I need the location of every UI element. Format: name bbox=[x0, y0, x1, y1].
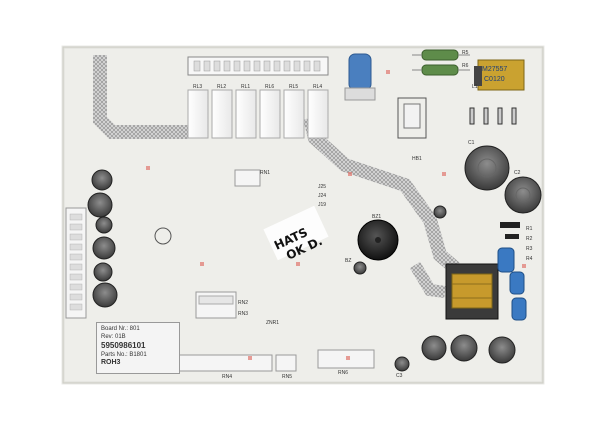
small-cap-mid bbox=[353, 261, 367, 275]
misc-label-znr: ZNR1 bbox=[266, 320, 280, 326]
relay-label-6: RL4 bbox=[313, 84, 323, 90]
small-transformer bbox=[477, 59, 525, 91]
jumper-label-j25: J25 bbox=[318, 184, 327, 190]
electrolytic-capacitor-2 bbox=[504, 176, 542, 214]
transformer-code-1: M27557 bbox=[482, 66, 508, 73]
right-label-r2: R2 bbox=[526, 236, 533, 242]
regulator-outline bbox=[397, 97, 427, 139]
right-label-r4: R4 bbox=[526, 256, 533, 262]
sticker-line-4: Parts No.: B1801 bbox=[101, 352, 147, 358]
blue-film-capacitor bbox=[348, 53, 372, 91]
ground-trace-left bbox=[93, 55, 188, 139]
right-small-parts bbox=[500, 222, 520, 239]
product-sticker: Board Nr.: 801 Rev: 01B 5950986101 Parts… bbox=[96, 322, 180, 374]
right-label-r1: R1 bbox=[526, 226, 533, 232]
left-capacitor-column bbox=[87, 169, 118, 308]
connector-label-rn1: RN1 bbox=[260, 170, 271, 176]
right-label-r3: R3 bbox=[526, 246, 533, 252]
relay-label-5: RL5 bbox=[289, 84, 299, 90]
cap-label-c2: C2 bbox=[514, 170, 521, 176]
bottom-connector-small bbox=[275, 354, 297, 372]
resistor-label-r6: R6 bbox=[462, 63, 469, 69]
misc-label-l1: L1 bbox=[472, 84, 478, 90]
sticker-code: ROH3 bbox=[101, 359, 121, 366]
small-cap-right bbox=[433, 205, 447, 219]
sticker-line-2: Rev: 01B bbox=[101, 334, 126, 340]
buzzer-label: BZ1 bbox=[372, 214, 382, 220]
jumper-label-j24: J24 bbox=[318, 193, 327, 199]
relay-label-1: RL3 bbox=[193, 84, 203, 90]
blue-y-capacitors bbox=[497, 247, 527, 321]
bottom-small-cap bbox=[394, 356, 410, 372]
misc-label-bz: BZ bbox=[345, 258, 352, 264]
transformer-code-2: C0120 bbox=[484, 76, 505, 83]
relay-label-3: RL1 bbox=[241, 84, 251, 90]
sticker-serial: 5950986101 bbox=[101, 341, 146, 350]
relay-label-2: RL2 bbox=[217, 84, 227, 90]
brand-circle-mark bbox=[154, 227, 172, 245]
small-connector-center bbox=[234, 169, 261, 187]
cap-label-c3: C3 bbox=[396, 373, 403, 379]
sticker-line-1: Board Nr.: 801 bbox=[101, 326, 140, 332]
relay-bank bbox=[187, 89, 329, 139]
hb-label: HB1 bbox=[412, 156, 422, 162]
connector-label-rn3: RN3 bbox=[238, 311, 249, 317]
cap-label-c1: C1 bbox=[468, 140, 475, 146]
electrolytic-capacitor-1 bbox=[464, 145, 510, 191]
connector-label-rn5: RN5 bbox=[282, 374, 293, 380]
bottom-cap-3 bbox=[488, 336, 516, 364]
connector-label-rn2: RN2 bbox=[238, 300, 249, 306]
diodes-strip bbox=[469, 107, 517, 125]
connector-label-rn4: RN4 bbox=[222, 374, 233, 380]
bottom-cap-1 bbox=[421, 335, 447, 361]
bottom-cap-2 bbox=[450, 334, 478, 362]
connector-label-rn6: RN6 bbox=[338, 370, 349, 376]
resistor-label-r5: R5 bbox=[462, 50, 469, 56]
ground-trace-right bbox=[409, 261, 446, 298]
bottom-connector-wide bbox=[175, 354, 273, 372]
jumper-label-j19: J19 bbox=[318, 202, 327, 208]
power-resistors bbox=[412, 49, 470, 76]
relay-label-4: RL6 bbox=[265, 84, 275, 90]
